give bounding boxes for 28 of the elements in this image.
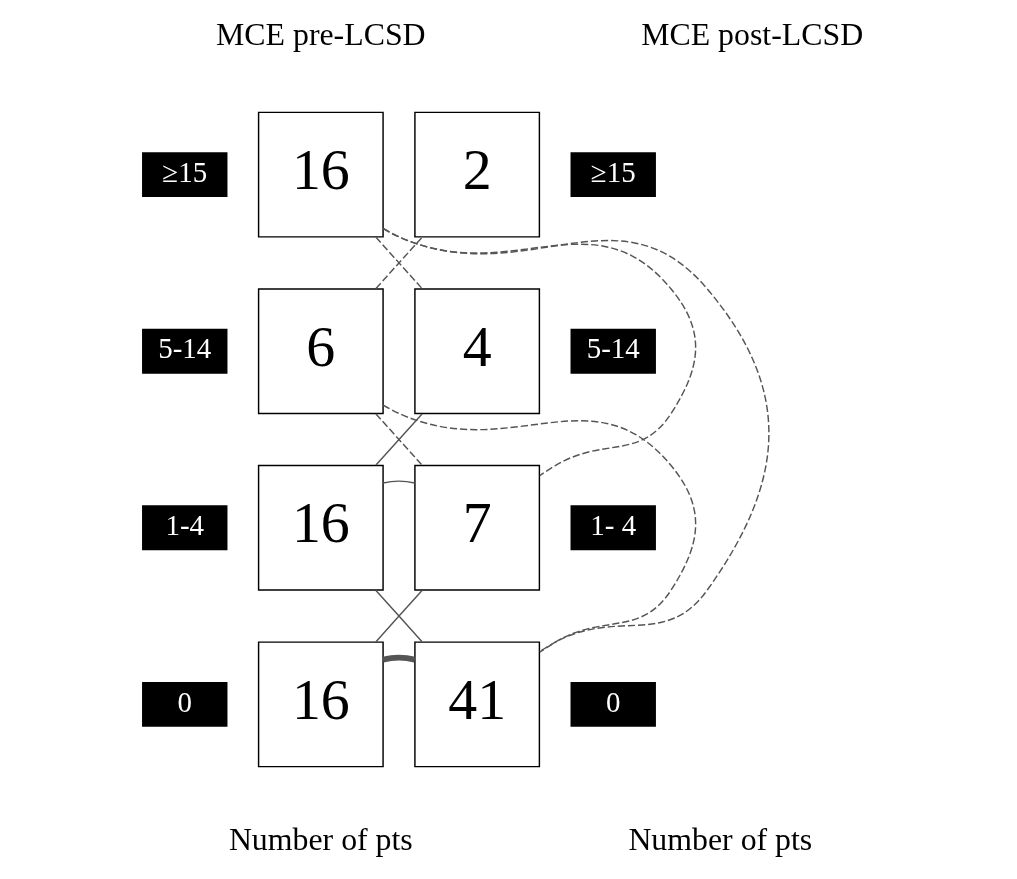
label: Number of pts xyxy=(228,822,413,857)
node-label: 5-14 xyxy=(586,332,640,365)
node-box: 16 xyxy=(257,641,384,768)
node-box: 7 xyxy=(413,464,540,591)
connector xyxy=(374,589,423,643)
node-box: 16 xyxy=(257,111,384,238)
label: MCE post-LCSD xyxy=(640,17,863,53)
node-label: 1-4 xyxy=(164,509,204,542)
node-label: 1- 4 xyxy=(589,509,636,542)
node-label: 0 xyxy=(605,685,620,718)
label: Number of pts xyxy=(627,822,812,857)
node-label: ≥15 xyxy=(161,155,207,188)
node-box: 41 xyxy=(413,641,540,768)
connector xyxy=(382,404,696,653)
node-box: 4 xyxy=(413,288,540,415)
node-box: 2 xyxy=(413,111,540,238)
label: MCE pre-LCSD xyxy=(215,17,426,53)
connector xyxy=(382,654,415,663)
connector xyxy=(381,227,770,653)
connector xyxy=(381,480,415,484)
node-label: ≥15 xyxy=(590,155,636,188)
node-box: 6 xyxy=(257,288,384,415)
connector xyxy=(374,413,423,466)
connector xyxy=(374,236,423,290)
node-box: 16 xyxy=(257,464,384,591)
node-label: 0 xyxy=(177,685,192,718)
connector xyxy=(382,227,696,477)
node-label: 5-14 xyxy=(157,332,211,365)
